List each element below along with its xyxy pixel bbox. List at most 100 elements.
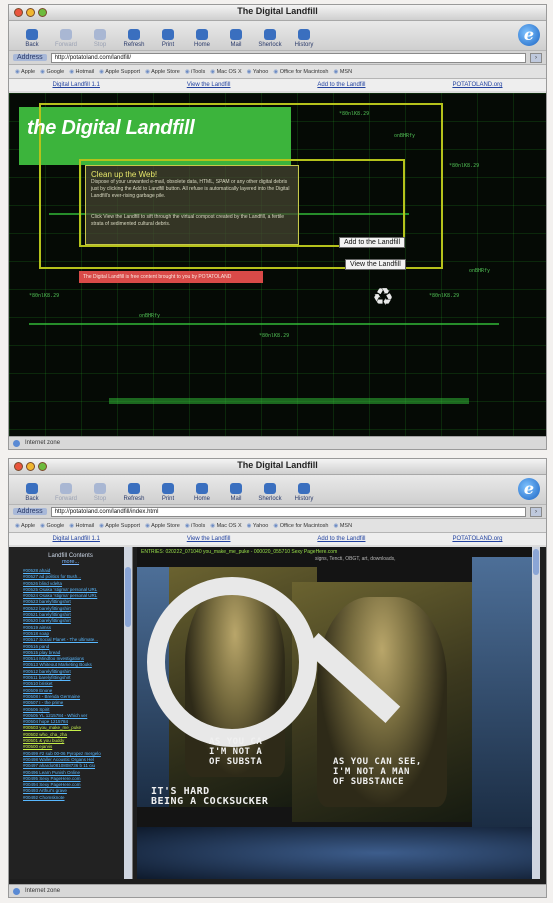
nav-add-landfill[interactable]: Add to the Landfill <box>317 82 366 88</box>
sherlock-button[interactable]: Sherlock <box>253 483 287 502</box>
contents-item[interactable]: #00496 Learn Punish Online <box>23 769 81 775</box>
add-to-landfill-button[interactable]: Add to the Landfill <box>339 237 406 248</box>
collage-scrollbar[interactable] <box>532 547 540 879</box>
contents-item[interactable]: #00513 Whiteout Marketing Books <box>23 662 92 668</box>
contents-item[interactable]: #00526 blind vdelta <box>23 580 63 586</box>
scroll-thumb[interactable] <box>533 549 539 575</box>
favorite-apple-support[interactable]: Apple Support <box>99 523 140 529</box>
zoom-button[interactable] <box>38 8 47 17</box>
home-button[interactable]: Home <box>185 483 219 502</box>
contents-item[interactable]: #00506 Spirit <box>23 706 50 712</box>
favorite-itools[interactable]: iTools <box>185 523 205 529</box>
nav-add-landfill[interactable]: Add to the Landfill <box>317 536 366 542</box>
contents-item[interactable]: #00517 Social Planet - The ultimate... <box>23 637 98 643</box>
favorite-apple[interactable]: Apple <box>15 69 35 75</box>
favorite-google[interactable]: Google <box>40 69 64 75</box>
contents-item[interactable]: #00519 aimss <box>23 624 52 630</box>
favorite-google[interactable]: Google <box>40 523 64 529</box>
zoom-button[interactable] <box>38 462 47 471</box>
nav-view-landfill[interactable]: View the Landfill <box>186 82 231 88</box>
go-button[interactable]: › <box>530 506 542 517</box>
refresh-button[interactable]: Refresh <box>117 483 151 502</box>
contents-item[interactable]: #00514 Mindfoo Investigations <box>23 656 85 662</box>
contents-item[interactable]: #00503 you_make_me_puke <box>23 725 82 731</box>
minimize-button[interactable] <box>26 8 35 17</box>
home-button[interactable]: Home <box>185 29 219 48</box>
favorite-office[interactable]: Office for Macintosh <box>273 523 329 529</box>
contents-item[interactable]: #00518 soap <box>23 630 50 636</box>
nav-potatoland[interactable]: POTATOLAND.org <box>452 82 503 88</box>
favorite-hotmail[interactable]: Hotmail <box>69 523 95 529</box>
mail-button[interactable]: Mail <box>219 29 253 48</box>
contents-item[interactable]: #00495 Sexy PageHere.com <box>23 775 81 781</box>
more-link[interactable]: more... <box>61 559 80 565</box>
contents-item[interactable]: #00493 Arthur's grave <box>23 788 67 794</box>
favorite-apple-support[interactable]: Apple Support <box>99 69 140 75</box>
contents-item[interactable]: #00527 ad politics for Bush... <box>23 574 82 580</box>
go-button[interactable]: › <box>530 52 542 63</box>
contents-item[interactable]: #00500 ejarvis <box>23 744 53 750</box>
contents-item[interactable]: #00505 YL 1215784 - Which ver <box>23 712 88 718</box>
close-button[interactable] <box>14 462 23 471</box>
back-button[interactable]: Back <box>15 483 49 502</box>
favorite-office[interactable]: Office for Macintosh <box>273 69 329 75</box>
contents-item[interactable]: #00502 who_cha_zha <box>23 731 68 737</box>
stop-button[interactable]: Stop <box>83 483 117 502</box>
close-button[interactable] <box>14 8 23 17</box>
print-button[interactable]: Print <box>151 483 185 502</box>
history-button[interactable]: History <box>287 483 321 502</box>
address-input[interactable]: http://potatoland.com/landfill/ <box>50 52 526 63</box>
favorite-apple-store[interactable]: Apple Store <box>145 523 180 529</box>
contents-item[interactable]: #00504 hope 1215784 <box>23 719 69 725</box>
contents-item[interactable]: #00512 barelyfittingshirt <box>23 668 71 674</box>
sherlock-button[interactable]: Sherlock <box>253 29 287 48</box>
nav-view-landfill[interactable]: View the Landfill <box>186 536 231 542</box>
contents-item[interactable]: #00498 Waller Acoustic Organs Hel <box>23 756 94 762</box>
address-input[interactable]: http://potatoland.com/landfill/index.htm… <box>50 506 526 517</box>
scroll-thumb[interactable] <box>125 567 131 627</box>
favorite-yahoo[interactable]: Yahoo <box>247 523 269 529</box>
contents-item[interactable]: #00492 Chomsknote <box>23 794 65 800</box>
contents-item[interactable]: #00501 & you buddy <box>23 738 65 744</box>
refresh-button[interactable]: Refresh <box>117 29 151 48</box>
contents-item[interactable]: #00494 Sexy PageHere.com <box>23 782 81 788</box>
print-button[interactable]: Print <box>151 29 185 48</box>
favorite-yahoo[interactable]: Yahoo <box>247 69 269 75</box>
contents-item[interactable]: #00522 barelyfittingshirt <box>23 605 71 611</box>
recycle-icon[interactable]: ♻ <box>372 284 394 311</box>
favorite-mac-os-x[interactable]: Mac OS X <box>210 69 242 75</box>
history-button[interactable]: History <box>287 29 321 48</box>
mail-button[interactable]: Mail <box>219 483 253 502</box>
contents-item[interactable]: #00523 barelyfittingshirt <box>23 599 71 605</box>
contents-scrollbar[interactable] <box>124 547 132 879</box>
stop-button[interactable]: Stop <box>83 29 117 48</box>
nav-digital-landfill[interactable]: Digital Landfill 1.1 <box>52 82 100 88</box>
favorite-apple-store[interactable]: Apple Store <box>145 69 180 75</box>
favorite-msn[interactable]: MSN <box>334 523 352 529</box>
favorite-mac-os-x[interactable]: Mac OS X <box>210 523 242 529</box>
contents-item[interactable]: #00515 play bread <box>23 649 61 655</box>
title-bar[interactable]: The Digital Landfill <box>9 459 546 475</box>
contents-item[interactable]: #00520 barelyfittingshirt <box>23 618 71 624</box>
forward-button[interactable]: Forward <box>49 29 83 48</box>
contents-item[interactable]: #00525 Osaka 'stigma' personal URL <box>23 586 98 592</box>
contents-item[interactable]: #00521 barelyfittingshirt <box>23 612 71 618</box>
forward-button[interactable]: Forward <box>49 483 83 502</box>
contents-item[interactable]: #00516 pand <box>23 643 50 649</box>
nav-potatoland[interactable]: POTATOLAND.org <box>452 536 503 542</box>
title-bar[interactable]: The Digital Landfill <box>9 5 546 21</box>
contents-item[interactable]: #00510 brisket <box>23 681 53 687</box>
contents-item[interactable]: #00497 ahardo0810808736 b 11 ciu <box>23 763 95 769</box>
view-landfill-button[interactable]: View the Landfill <box>345 259 406 270</box>
favorite-hotmail[interactable]: Hotmail <box>69 69 95 75</box>
minimize-button[interactable] <box>26 462 35 471</box>
contents-item[interactable]: #00509 Enone <box>23 687 53 693</box>
favorite-itools[interactable]: iTools <box>185 69 205 75</box>
back-button[interactable]: Back <box>15 29 49 48</box>
nav-digital-landfill[interactable]: Digital Landfill 1.1 <box>52 536 100 542</box>
favorite-msn[interactable]: MSN <box>334 69 352 75</box>
contents-item[interactable]: #00508 I - Brenda Germaine <box>23 693 81 699</box>
contents-item[interactable]: #00499 #2 sub 00-06 Pyropez mergelo <box>23 750 101 756</box>
favorite-apple[interactable]: Apple <box>15 523 35 529</box>
contents-item[interactable]: #00528 ahaid <box>23 568 51 573</box>
